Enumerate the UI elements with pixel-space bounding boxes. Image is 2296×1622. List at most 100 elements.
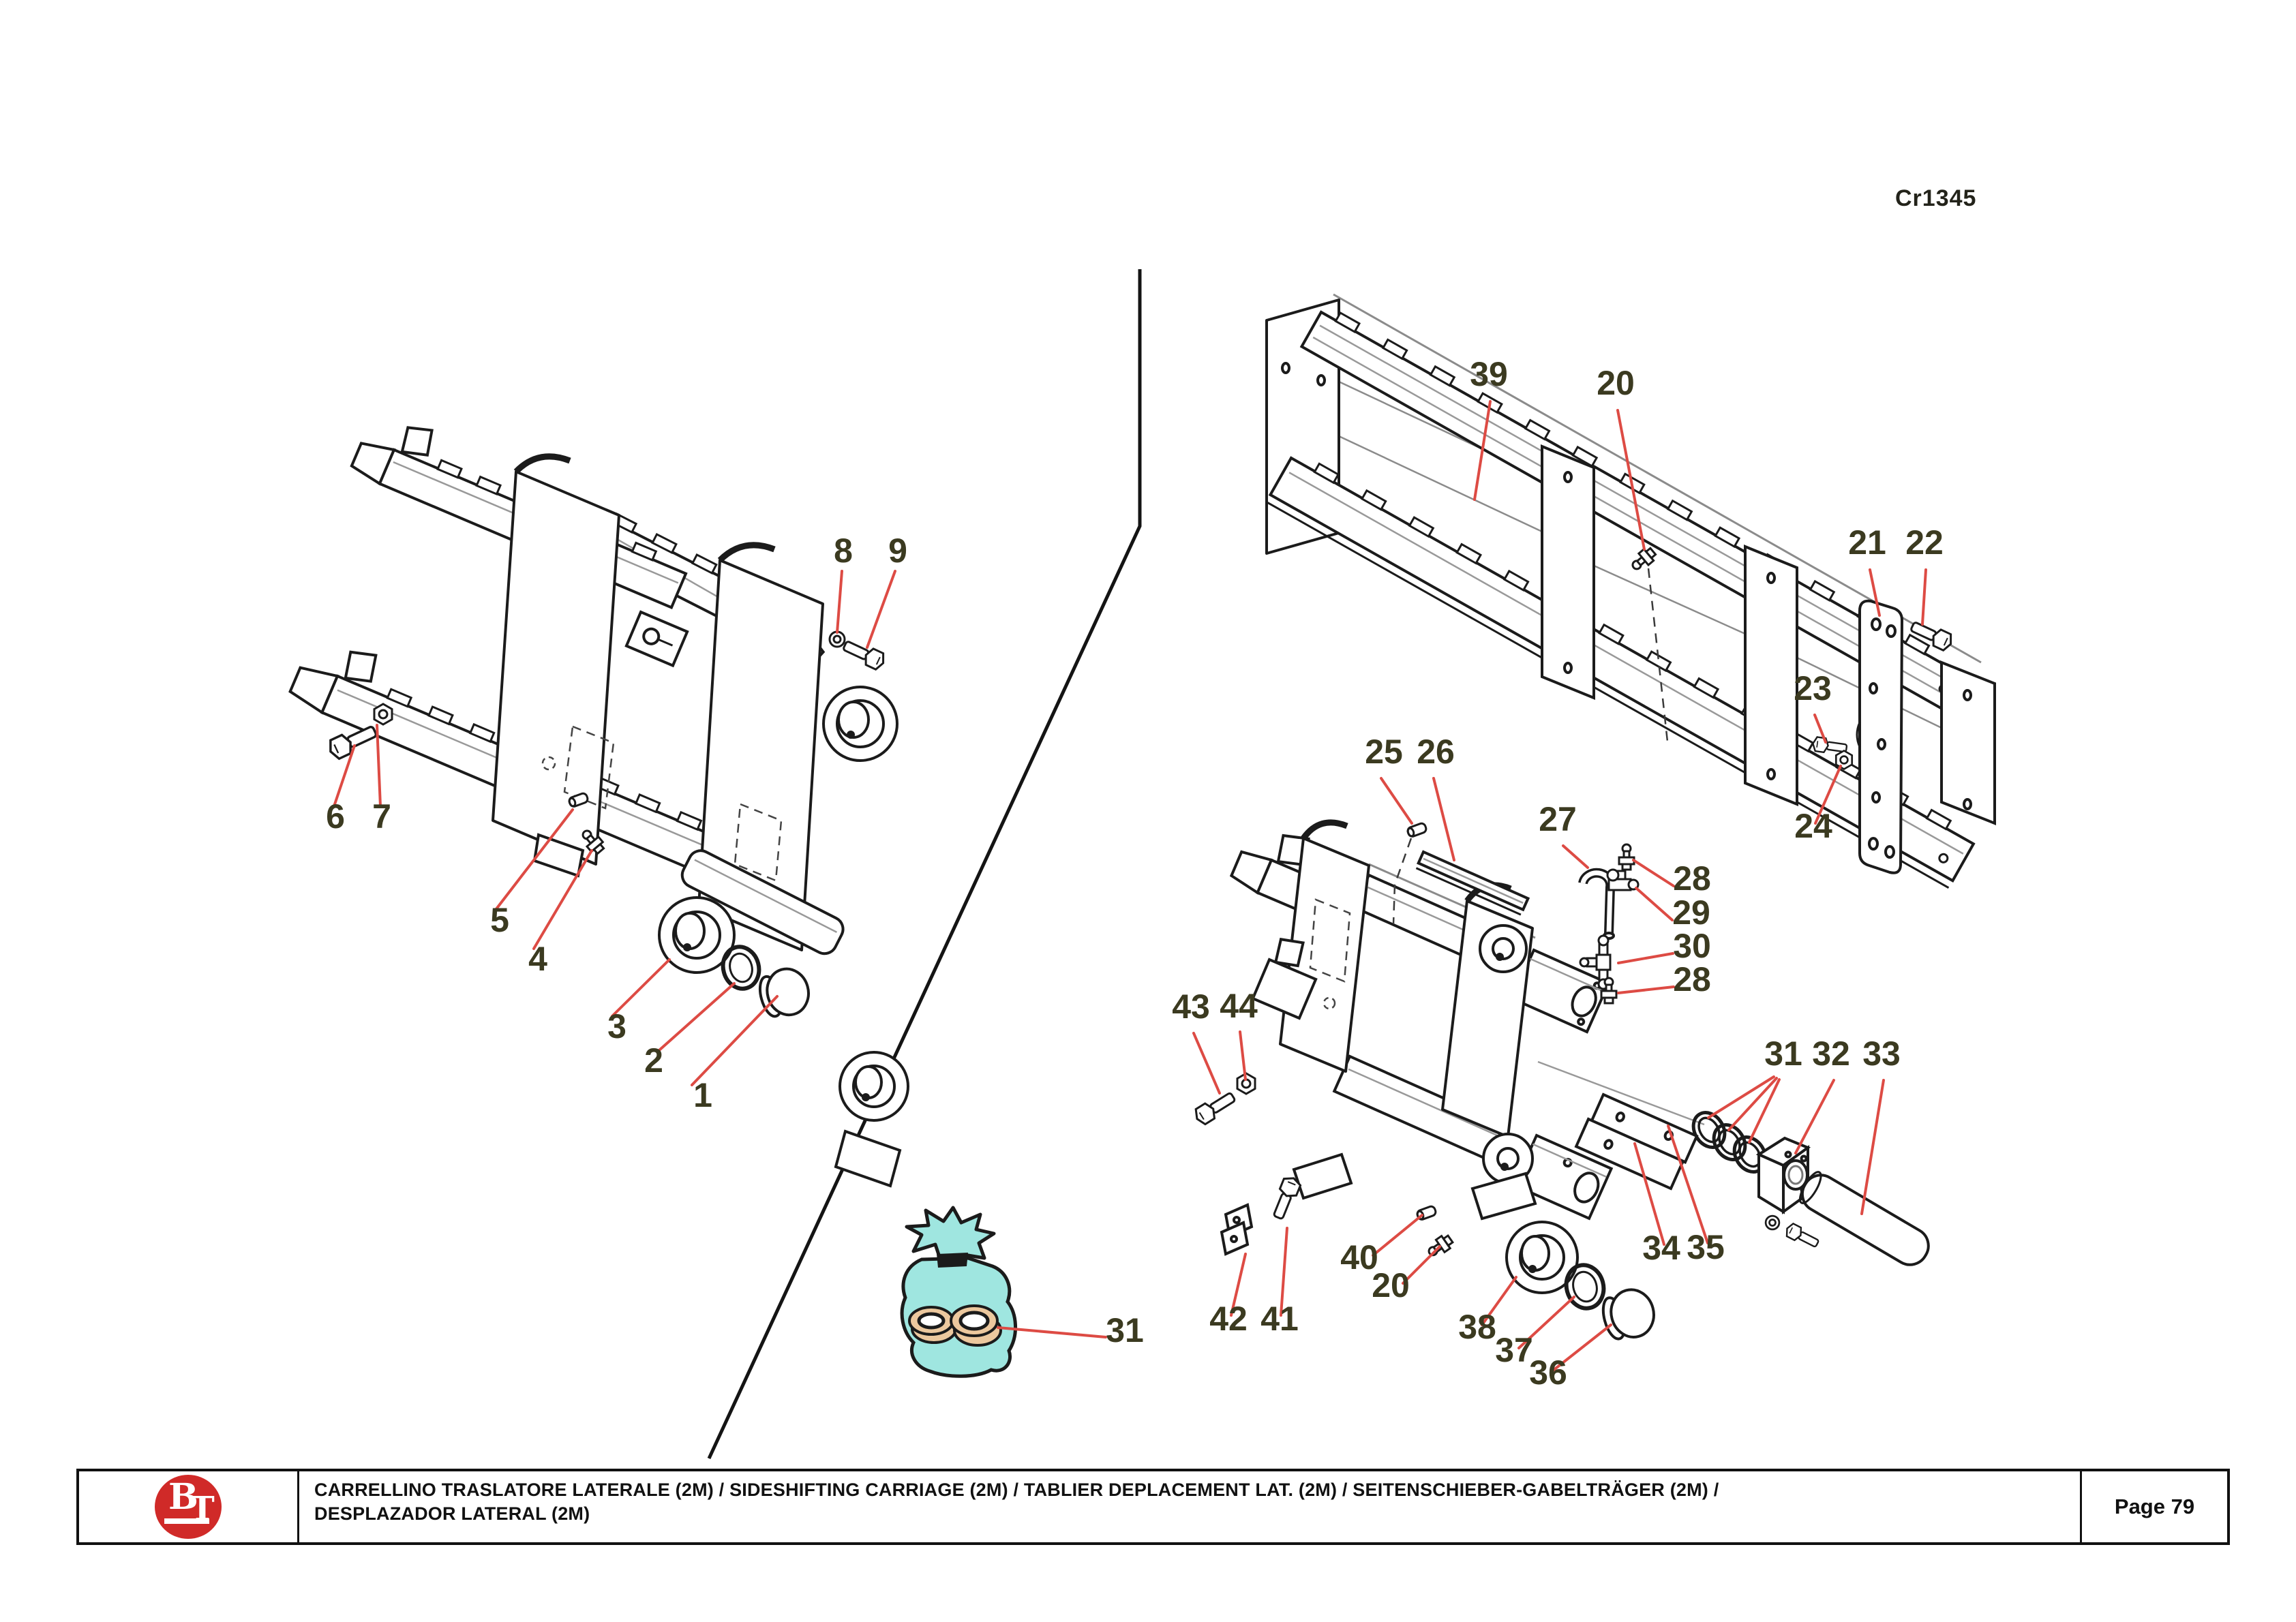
leader-2 <box>658 982 736 1052</box>
leader-35 <box>1667 1124 1709 1244</box>
right-carriage-drawing <box>1191 819 1930 1341</box>
callout-23: 23 <box>1794 669 1832 707</box>
bracket-drawing <box>1811 599 1957 874</box>
callout-44: 44 <box>1220 987 1258 1025</box>
callout-20-top-frame: 20 <box>1597 364 1635 402</box>
mid-upper-beam <box>1510 948 1611 1034</box>
top-frame-drawing <box>1265 293 1996 889</box>
leader-28-lower <box>1617 985 1675 994</box>
leader-42 <box>1230 1253 1247 1317</box>
part-bolt-9 <box>839 636 889 673</box>
part-roller-3 <box>658 896 736 974</box>
leader-40 <box>1372 1214 1423 1257</box>
leader-43 <box>1192 1032 1221 1095</box>
footer-title-line2: DESPLAZADOR LATERAL (2M) <box>314 1503 590 1524</box>
callout-21: 21 <box>1848 523 1886 562</box>
leader-5 <box>494 808 574 911</box>
callout-3: 3 <box>607 1007 626 1045</box>
part-wear-strip-26 <box>1415 850 1530 916</box>
leader-1 <box>691 995 779 1086</box>
part-elbow-fitting-29 <box>1606 868 1640 891</box>
part-washer-8 <box>828 630 846 648</box>
callout-27: 27 <box>1539 800 1577 838</box>
footer-logo-cell: B T <box>79 1471 299 1542</box>
leader-27 <box>1562 844 1589 869</box>
part-bolt-41 <box>1268 1174 1303 1223</box>
part-plate-34 <box>1574 1117 1685 1191</box>
callout-28-upper: 28 <box>1673 859 1711 898</box>
leader-7 <box>376 724 382 808</box>
part-nut-24 <box>1834 749 1854 771</box>
frame-right-plate <box>1940 660 1996 825</box>
callout-40: 40 <box>1340 1238 1378 1276</box>
frame-brace-2 <box>1744 545 1798 806</box>
callout-labels: 1 2 3 4 5 6 7 8 9 39 20 21 22 23 24 25 2… <box>326 355 1944 1392</box>
callout-6: 6 <box>326 797 345 836</box>
leader-36 <box>1552 1323 1612 1372</box>
left-roller-bottom <box>839 1051 909 1122</box>
callout-34: 34 <box>1642 1229 1680 1267</box>
leader-33 <box>1860 1079 1885 1215</box>
callout-37: 37 <box>1495 1331 1533 1369</box>
leader-34 <box>1633 1142 1665 1246</box>
mid-lower-fork <box>1251 937 1318 1020</box>
bag-knot <box>905 1206 996 1263</box>
callout-20-carriage: 20 <box>1372 1266 1410 1304</box>
callout-26: 26 <box>1417 733 1455 771</box>
leader-20-mid <box>1402 1245 1441 1285</box>
callout-31-bag: 31 <box>1106 1311 1144 1349</box>
part-t-fitting-30 <box>1579 934 1612 990</box>
leader-6 <box>333 744 356 808</box>
bag-tie-band <box>937 1253 968 1268</box>
left-roller-top <box>822 686 898 762</box>
left-latch-plate <box>624 610 689 668</box>
bag-seal-ring-right <box>950 1304 1002 1347</box>
left-plate-right <box>697 542 824 951</box>
part-cap-1 <box>758 967 810 1018</box>
callout-9: 9 <box>888 532 907 570</box>
leader-31c <box>1748 1078 1781 1144</box>
bt-logo: B T <box>155 1475 222 1539</box>
part-nut-7 <box>373 703 393 726</box>
leader-20-top <box>1616 409 1646 551</box>
leader-29 <box>1635 887 1674 921</box>
seal-guide-line <box>1537 1060 1705 1126</box>
leader-38 <box>1481 1276 1517 1326</box>
mid-left-foot <box>1292 1152 1353 1200</box>
leader-21 <box>1869 568 1881 617</box>
callout-2: 2 <box>644 1041 663 1080</box>
callout-28-lower: 28 <box>1673 960 1711 998</box>
callout-41: 41 <box>1260 1300 1299 1338</box>
footer-title-cell: CARRELLINO TRASLATORE LATERALE (2M) / SI… <box>299 1471 2080 1542</box>
seal-bag-drawing <box>900 1206 1018 1378</box>
leader-37 <box>1517 1296 1575 1349</box>
mid-lower-beam <box>1512 1133 1614 1221</box>
leader-41 <box>1280 1227 1288 1317</box>
part-fitting-28-upper <box>1618 843 1635 871</box>
callout-29: 29 <box>1672 893 1710 932</box>
callout-43: 43 <box>1172 988 1210 1026</box>
bt-logo-underline <box>164 1518 209 1524</box>
callout-25: 25 <box>1365 733 1403 771</box>
leader-44 <box>1239 1030 1247 1081</box>
footer-title-line1: CARRELLINO TRASLATORE LATERALE (2M) / SI… <box>314 1480 1719 1500</box>
footer-page-cell: Page 79 <box>2080 1471 2227 1542</box>
callout-36: 36 <box>1529 1353 1567 1392</box>
callout-38: 38 <box>1458 1308 1496 1346</box>
callout-7: 7 <box>372 797 391 836</box>
callout-30: 30 <box>1673 927 1711 965</box>
leader-30 <box>1617 952 1674 964</box>
callout-22: 22 <box>1905 523 1944 562</box>
leader-22 <box>1921 568 1927 626</box>
bt-logo-letter-b: B <box>168 1476 198 1518</box>
part-bracket-21 <box>1856 599 1904 874</box>
leader-24 <box>1814 765 1842 825</box>
leader-31b <box>1727 1077 1778 1131</box>
part-bolt-43 <box>1191 1087 1239 1128</box>
pin-25-hidden-line <box>1392 838 1413 925</box>
leader-lines <box>333 400 1927 1372</box>
part-ring-37 <box>1564 1263 1606 1311</box>
left-plate-left <box>492 453 620 866</box>
part-ring-2 <box>721 945 761 991</box>
